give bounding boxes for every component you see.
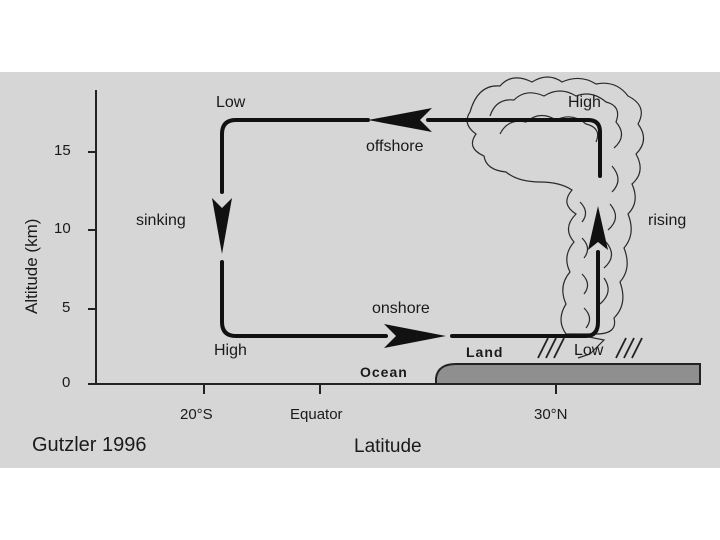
y-tick-label-0: 0	[62, 374, 70, 391]
rising-label: rising	[648, 212, 686, 230]
credit-text: Gutzler 1996	[32, 434, 147, 457]
offshore-arrow	[368, 108, 432, 132]
low-top-label: Low	[216, 94, 245, 112]
x-tick-label-20s: 20°S	[180, 406, 213, 423]
onshore-arrow	[384, 324, 446, 348]
land-block	[436, 364, 700, 384]
ocean-label: Ocean	[360, 364, 408, 380]
high-bottom-label: High	[214, 342, 247, 360]
rising-arrow	[588, 206, 608, 250]
y-axis-title: Altitude (km)	[22, 219, 42, 314]
high-top-label: High	[568, 94, 601, 112]
low-bottom-label: Low	[574, 342, 603, 360]
diagram-graphics	[0, 72, 720, 468]
circulation-diagram: Altitude (km) 15 10 5 0 20°S Equator 30°…	[0, 72, 720, 468]
onshore-label: onshore	[372, 300, 430, 318]
offshore-label: offshore	[366, 138, 424, 156]
sinking-label: sinking	[136, 212, 186, 230]
x-tick-label-30n: 30°N	[534, 406, 568, 423]
land-label: Land	[466, 344, 503, 360]
sinking-arrow	[212, 198, 232, 254]
land-hatch-right	[616, 338, 642, 358]
y-tick-label-10: 10	[54, 220, 71, 237]
y-tick-label-15: 15	[54, 142, 71, 159]
x-axis-title: Latitude	[354, 436, 422, 458]
x-tick-label-equator: Equator	[290, 406, 343, 423]
y-tick-label-5: 5	[62, 299, 70, 316]
land-hatch-left	[538, 338, 564, 358]
